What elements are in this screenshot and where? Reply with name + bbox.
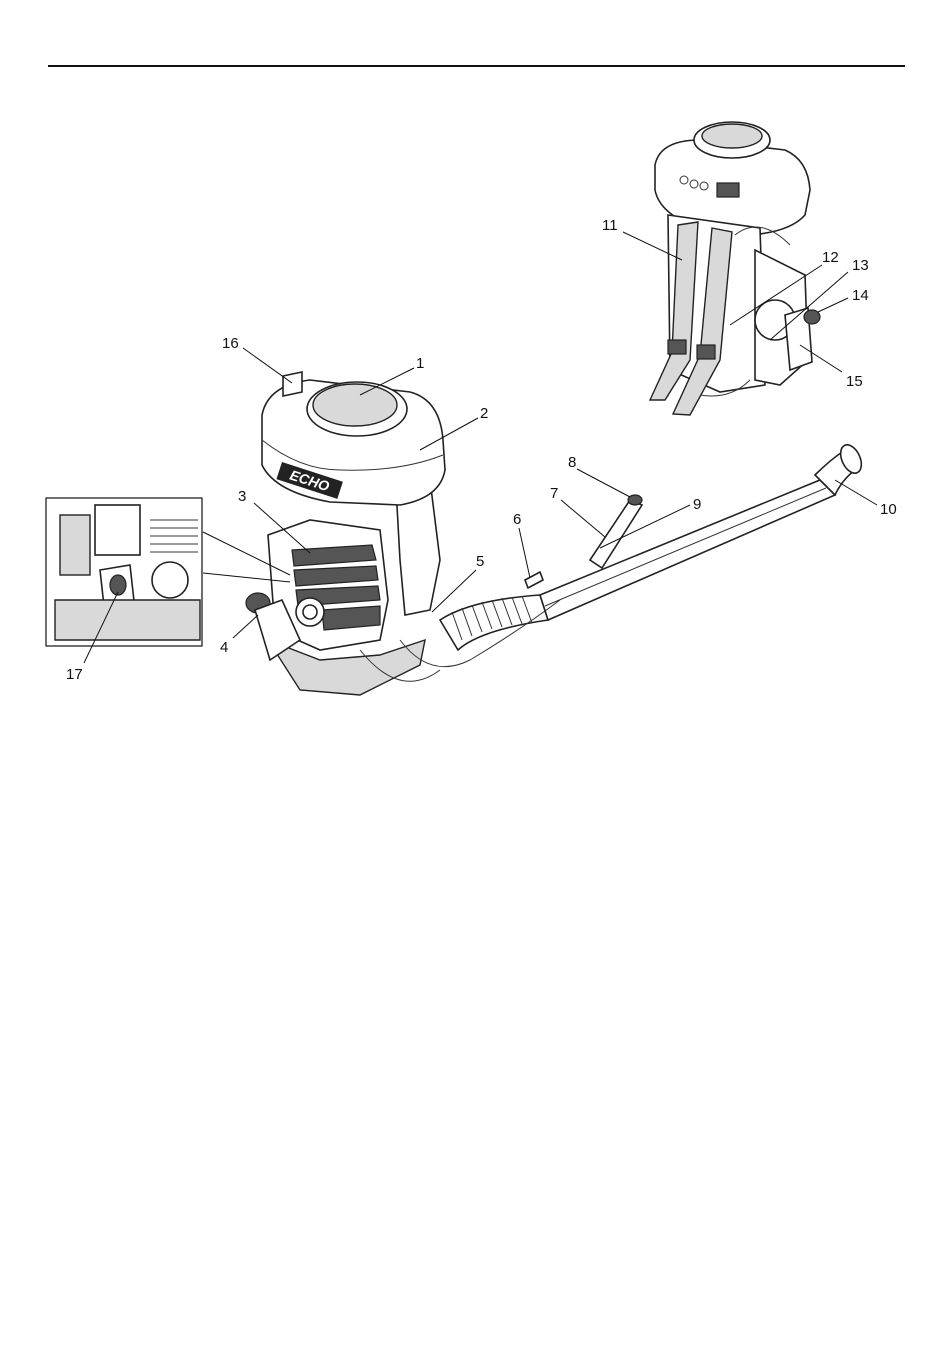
callout-15: 15 — [846, 373, 863, 390]
blower-pipe — [540, 480, 835, 620]
callout-3: 3 — [238, 488, 246, 505]
shutter-lever — [525, 572, 543, 588]
inset-carburetor-detail — [46, 498, 290, 646]
callout-13: 13 — [852, 257, 869, 274]
rear-label-plate — [717, 183, 739, 197]
tank-bracket — [283, 372, 302, 396]
callout-14: 14 — [852, 287, 869, 304]
callout-16: 16 — [222, 335, 239, 352]
callout-6: 6 — [513, 511, 521, 528]
callout-12: 12 — [822, 249, 839, 266]
frame-base — [268, 640, 425, 695]
rear-view-illustration — [650, 122, 820, 415]
callout-10: 10 — [880, 501, 897, 518]
callout-11: 11 — [602, 217, 618, 234]
callout-2: 2 — [480, 405, 488, 422]
callout-17: 17 — [66, 666, 83, 683]
callout-5: 5 — [476, 553, 484, 570]
callout-9: 9 — [693, 496, 701, 513]
callout-4: 4 — [220, 639, 228, 656]
callout-1: 1 — [416, 355, 424, 372]
rear-fuel-cap — [804, 310, 820, 324]
callout-7: 7 — [550, 485, 558, 502]
callout-8: 8 — [568, 454, 576, 471]
main-machine-illustration: ECHO — [246, 372, 865, 695]
